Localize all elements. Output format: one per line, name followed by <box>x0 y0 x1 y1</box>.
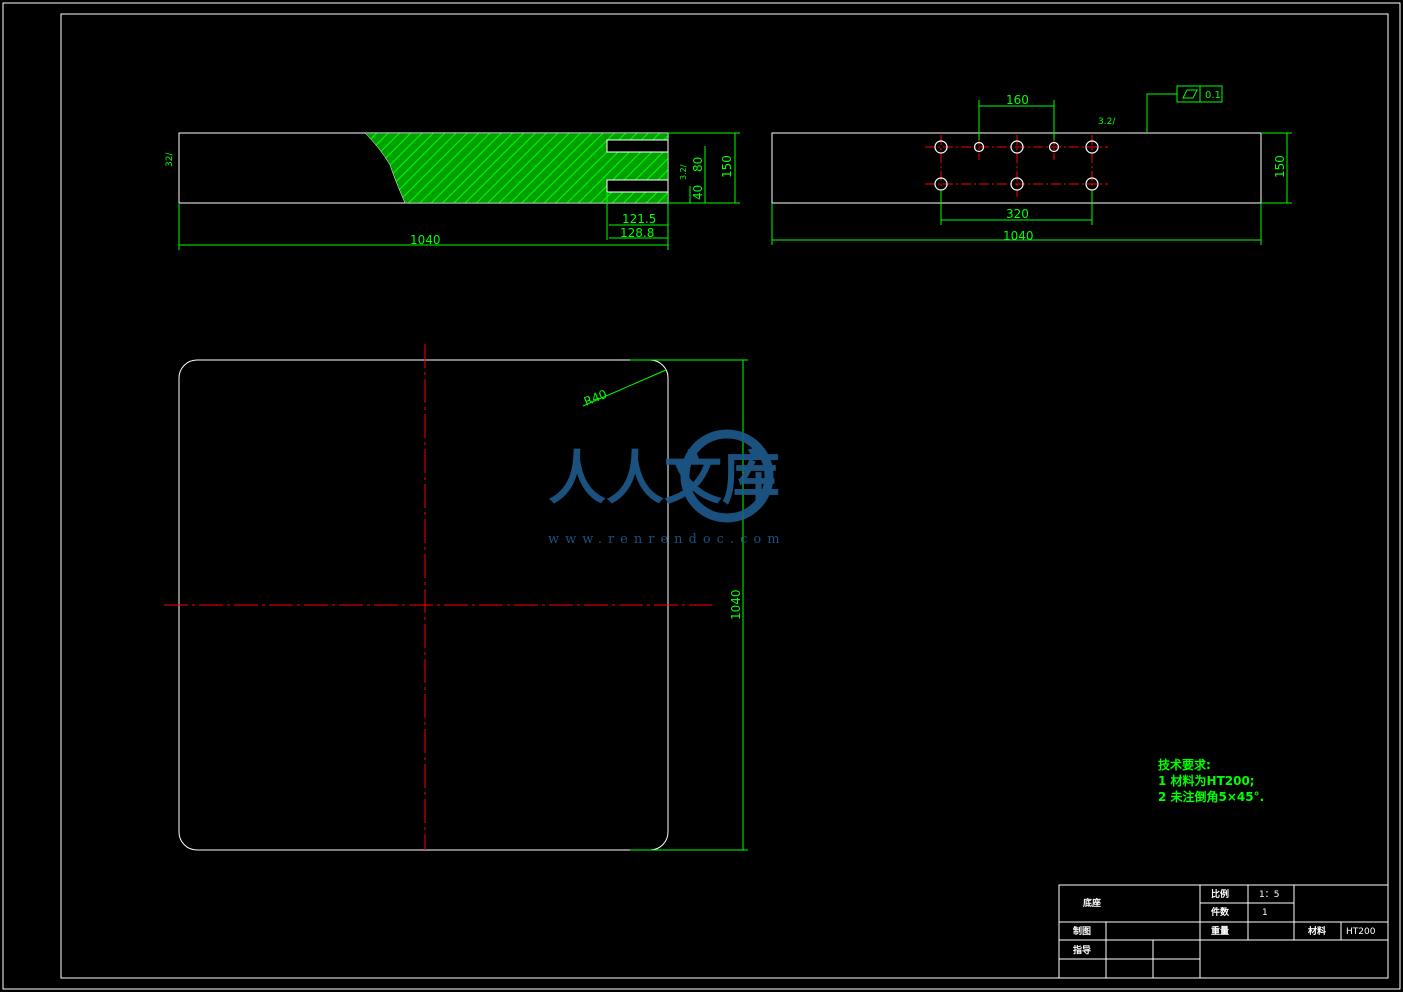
roughness-front: 32/ <box>165 152 175 167</box>
drawn-label: 制图 <box>1073 925 1091 937</box>
dim-h40: 40 <box>691 185 705 200</box>
material-label: 材料 <box>1307 925 1326 937</box>
watermark: 人人文库 www.renrendoc.com <box>548 429 786 547</box>
side-outline <box>771 132 1262 204</box>
top-view: R40 1040 <box>164 344 748 851</box>
dim-side-height: 150 <box>1273 155 1287 178</box>
scale-value: 1：5 <box>1259 890 1279 900</box>
part-name: 底座 <box>1083 897 1101 909</box>
watermark-text: 人人文库 <box>548 444 780 512</box>
tolerance-value: 0.1 <box>1205 90 1221 101</box>
weight-label: 重量 <box>1211 925 1229 937</box>
guide-label: 指导 <box>1073 944 1091 956</box>
notes-item-1: 1 材料为HT200; <box>1158 773 1255 788</box>
roughness-side: 3.2/ <box>1098 117 1116 127</box>
roughness-mark-front: 3.2/ <box>679 164 688 180</box>
notes-item-2: 2 未注倒角5×45°. <box>1158 789 1264 804</box>
dim-front-length: 1040 <box>410 233 441 247</box>
hole-upper <box>606 139 669 153</box>
technical-notes: 技术要求: 1 材料为HT200; 2 未注倒角5×45°. <box>1158 757 1264 804</box>
section-hatch <box>364 132 669 204</box>
dim-front-height: 150 <box>720 155 734 178</box>
title-block <box>1058 884 1389 979</box>
notes-title: 技术要求: <box>1158 757 1211 772</box>
dim-hole-depth-a: 121.5 <box>622 212 656 226</box>
inner-border <box>60 13 1389 979</box>
watermark-url: www.renrendoc.com <box>548 532 786 547</box>
dim-hole-depth-b: 128.8 <box>620 226 654 240</box>
material-value: HT200 <box>1346 927 1376 937</box>
dim-radius: R40 <box>582 387 609 409</box>
count-label: 件数 <box>1211 906 1230 918</box>
dim-spacing-small: 160 <box>1006 93 1029 107</box>
count-value: 1 <box>1262 908 1268 918</box>
front-view: 1040 121.5 128.8 150 80 40 32/ 3.2/ <box>165 132 740 250</box>
dim-h80: 80 <box>691 157 705 172</box>
scale-label: 比例 <box>1211 888 1229 900</box>
dim-side-length: 1040 <box>1003 229 1034 243</box>
dim-plate-side: 1040 <box>729 589 743 620</box>
side-view: 160 320 1040 150 3.2/ 0.1 <box>771 85 1292 245</box>
hole-lower <box>606 179 669 193</box>
dim-spacing-large: 320 <box>1006 207 1029 221</box>
